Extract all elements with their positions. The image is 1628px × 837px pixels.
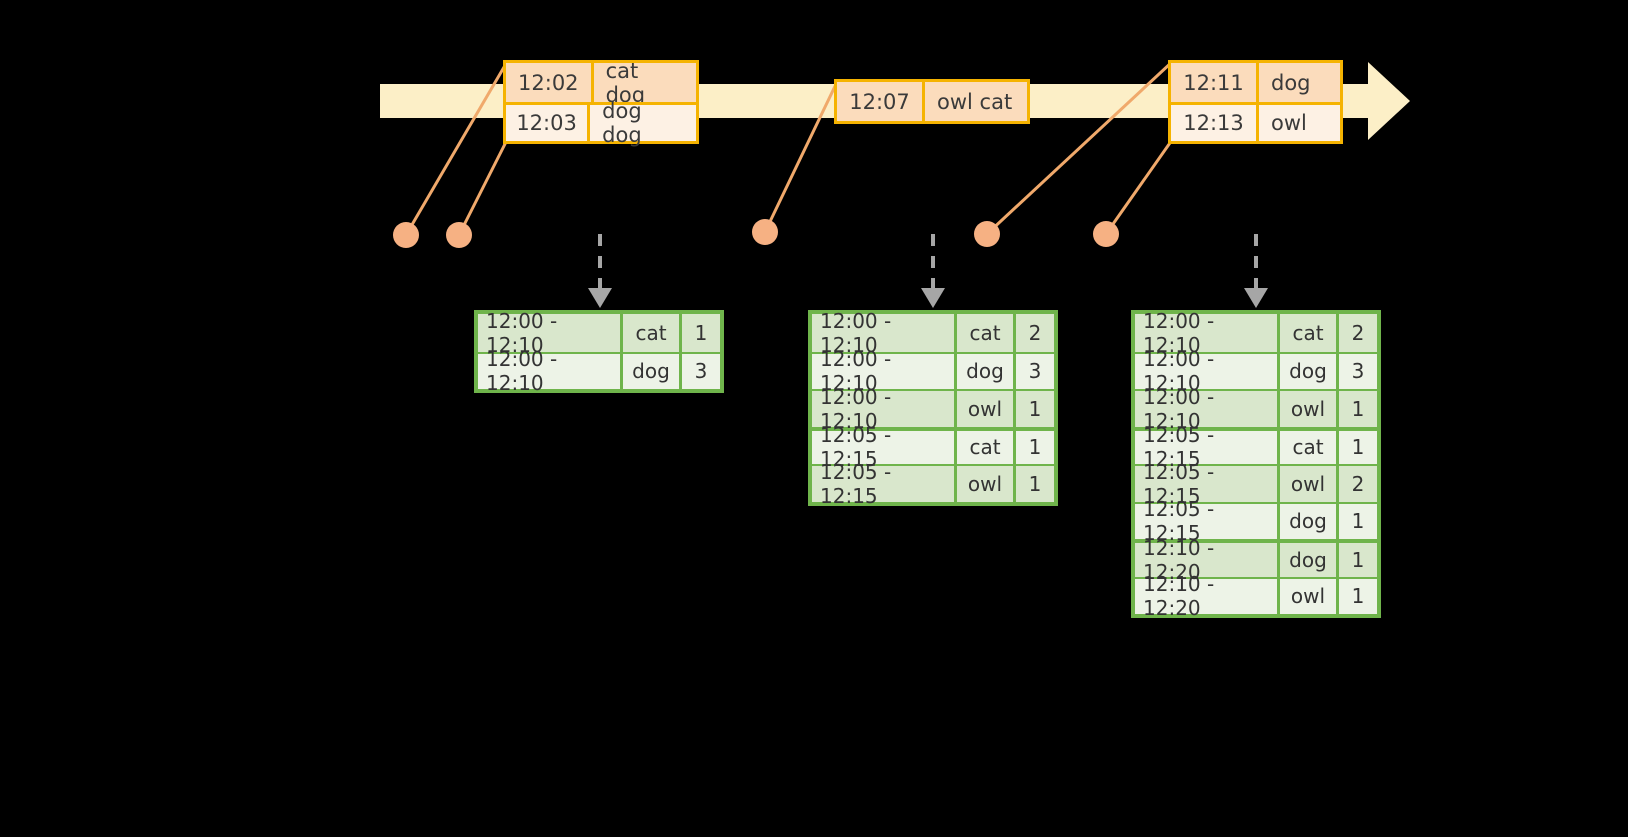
window-cell: 12:05 - 12:15 (1135, 460, 1280, 508)
table-row[interactable]: 12:05 - 12:15 cat 1 (812, 423, 1054, 471)
table-row[interactable]: 12:05 - 12:15 dog 1 (1135, 497, 1377, 545)
key-cell: cat (1280, 314, 1339, 352)
key-cell: dog (1280, 503, 1339, 539)
key-cell: cat (957, 430, 1016, 464)
connector-line-3 (763, 79, 840, 233)
count-cell: 3 (1351, 359, 1365, 384)
key-cell: cat (957, 314, 1016, 352)
event-row[interactable]: 12:13 owl (1171, 102, 1340, 141)
count-cell: 2 (1351, 320, 1365, 345)
table-row[interactable]: 12:10 - 12:20 owl 1 (1135, 572, 1377, 620)
event-value: dog (1271, 70, 1311, 95)
count-cell: 1 (1351, 509, 1365, 534)
table-row[interactable]: 12:00 - 12:10 cat 2 (812, 309, 1054, 357)
event-group-2[interactable]: 12:07 owl cat (834, 79, 1030, 124)
key-cell: dog (623, 353, 682, 389)
event-value: owl (1271, 111, 1307, 135)
event-value: cat dog (605, 58, 646, 107)
event-dot-4 (974, 221, 1000, 247)
event-row[interactable]: 12:07 owl cat (837, 82, 1027, 121)
event-row[interactable]: 12:11 dog (1171, 63, 1340, 102)
result-table-1[interactable]: 12:00 - 12:10 cat 1 12:00 - 12:10 dog 3 (474, 309, 724, 395)
table-row[interactable]: 12:00 - 12:10 cat 1 (478, 309, 720, 357)
table-row[interactable]: 12:00 - 12:10 owl 1 (812, 385, 1054, 433)
key-cell: cat (1280, 430, 1339, 464)
table-row[interactable]: 12:00 - 12:10 dog 3 (1135, 347, 1377, 395)
count-cell: 1 (1351, 547, 1365, 572)
count-cell: 1 (1028, 435, 1042, 460)
event-dot-1 (393, 222, 419, 248)
table-row[interactable]: 12:00 - 12:10 owl 1 (1135, 385, 1377, 433)
event-time: 12:11 (1171, 63, 1259, 102)
event-time: 12:02 (506, 63, 594, 102)
key-cell: owl (1280, 466, 1339, 502)
window-cell: 12:00 - 12:10 (812, 385, 957, 433)
event-value: owl cat (937, 89, 1013, 114)
connector-line-5 (1104, 139, 1174, 235)
count-cell: 3 (694, 359, 708, 384)
event-value: dog dog (602, 99, 642, 147)
window-cell: 12:00 - 12:10 (478, 309, 623, 357)
window-cell: 12:05 - 12:15 (1135, 497, 1280, 545)
count-cell: 3 (1028, 359, 1042, 384)
count-cell: 1 (1028, 471, 1042, 496)
timeline-arrowhead (1368, 62, 1410, 140)
key-cell: owl (1280, 578, 1339, 614)
count-cell: 1 (1351, 396, 1365, 421)
window-cell: 12:00 - 12:10 (812, 347, 957, 395)
window-cell: 12:00 - 12:10 (478, 347, 623, 395)
count-cell: 1 (694, 320, 708, 345)
count-cell: 1 (1351, 584, 1365, 609)
key-cell: owl (957, 391, 1016, 427)
event-time: 12:03 (506, 105, 591, 141)
event-dot-2 (446, 222, 472, 248)
table-row[interactable]: 12:10 - 12:20 dog 1 (1135, 536, 1377, 584)
table-row[interactable]: 12:00 - 12:10 cat 2 (1135, 309, 1377, 357)
key-cell: dog (957, 353, 1016, 389)
table-row[interactable]: 12:05 - 12:15 cat 1 (1135, 423, 1377, 471)
event-dot-3 (752, 219, 778, 245)
count-cell: 2 (1351, 471, 1365, 496)
key-cell: cat (623, 314, 682, 352)
event-time: 12:07 (837, 82, 925, 121)
window-cell: 12:00 - 12:10 (1135, 347, 1280, 395)
event-group-1[interactable]: 12:02 cat dog 12:03 dog dog (503, 58, 699, 147)
dashed-arrow-2 (921, 234, 945, 308)
count-cell: 1 (1028, 396, 1042, 421)
event-time: 12:13 (1171, 105, 1259, 141)
connector-line-1 (404, 61, 509, 236)
count-cell: 1 (1351, 435, 1365, 460)
result-table-3[interactable]: 12:00 - 12:10 cat 2 12:00 - 12:10 dog 3 … (1131, 309, 1381, 620)
window-cell: 12:00 - 12:10 (812, 309, 957, 357)
table-row[interactable]: 12:05 - 12:15 owl 2 (1135, 460, 1377, 508)
key-cell: owl (1280, 391, 1339, 427)
table-row[interactable]: 12:00 - 12:10 dog 3 (812, 347, 1054, 395)
window-cell: 12:10 - 12:20 (1135, 572, 1280, 620)
dashed-arrow-3 (1244, 234, 1268, 308)
event-dot-5 (1093, 221, 1119, 247)
dashed-arrow-1 (588, 234, 612, 308)
table-row[interactable]: 12:05 - 12:15 owl 1 (812, 460, 1054, 508)
key-cell: dog (1280, 543, 1339, 577)
event-group-3[interactable]: 12:11 dog 12:13 owl (1168, 60, 1343, 144)
window-cell: 12:05 - 12:15 (812, 460, 957, 508)
window-cell: 12:00 - 12:10 (1135, 309, 1280, 357)
table-row[interactable]: 12:00 - 12:10 dog 3 (478, 347, 720, 395)
event-row[interactable]: 12:02 cat dog (506, 58, 696, 107)
key-cell: owl (957, 466, 1016, 502)
count-cell: 2 (1028, 320, 1042, 345)
event-row[interactable]: 12:03 dog dog (506, 99, 696, 147)
key-cell: dog (1280, 353, 1339, 389)
result-table-2[interactable]: 12:00 - 12:10 cat 2 12:00 - 12:10 dog 3 … (808, 309, 1058, 508)
window-cell: 12:00 - 12:10 (1135, 385, 1280, 433)
connector-line-2 (457, 139, 509, 236)
